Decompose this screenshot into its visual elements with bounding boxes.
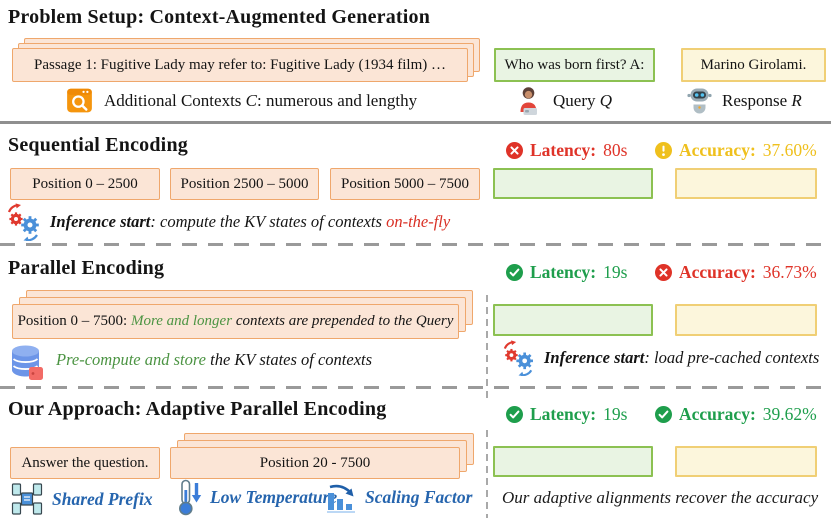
sequential-inference-note: Inference start: compute the KV states o… <box>50 212 450 232</box>
sequential-query-placeholder <box>493 168 653 199</box>
accuracy-label: Accuracy: <box>679 404 756 424</box>
parallel-position-suffix: contexts are prepended to the Query <box>232 313 454 329</box>
problem-setup-title: Problem Setup: Context-Augmented Generat… <box>8 6 431 28</box>
parallel-position-text: Position 0 – 7500: More and longer conte… <box>18 313 454 330</box>
query-caption-label: Query <box>553 91 600 110</box>
accuracy-label: Accuracy: <box>679 262 756 282</box>
inference-start-label: Inference start <box>50 212 151 231</box>
precompute-highlight: Pre-compute and store <box>56 350 206 369</box>
answer-prefix-box: Answer the question. <box>10 447 160 479</box>
column-divider-dashed-1 <box>486 295 488 400</box>
approach-note: Our adaptive alignments recover the accu… <box>502 488 819 507</box>
accuracy-value: 37.60% <box>762 140 817 160</box>
sequential-latency-metric: Latency: 80s <box>506 140 627 161</box>
accuracy-label: Accuracy: <box>679 140 756 160</box>
shared-prefix-label: Shared Prefix <box>52 488 153 509</box>
contexts-caption-suffix: : numerous and lengthy <box>257 91 418 110</box>
contexts-caption: Additional Contexts C: numerous and leng… <box>104 91 417 111</box>
accuracy-value: 39.62% <box>762 404 817 424</box>
on-the-fly-highlight: on-the-fly <box>386 212 451 231</box>
latency-value: 19s <box>603 262 628 282</box>
approach-accuracy-metric: Accuracy: 39.62% <box>655 404 817 425</box>
contexts-caption-prefix: Additional Contexts <box>104 91 246 110</box>
answer-prefix-text: Answer the question. <box>21 454 149 471</box>
latency-fail-icon <box>506 142 523 159</box>
gears-icon <box>6 203 42 241</box>
sequential-response-placeholder <box>675 168 817 199</box>
approach-sheet-front: Position 20 - 7500 <box>170 447 460 479</box>
latency-pass-icon <box>506 406 523 423</box>
section-divider-solid <box>0 121 831 124</box>
latency-pass-icon <box>506 264 523 281</box>
shared-prefix-icon <box>11 483 43 515</box>
latency-value: 19s <box>603 404 628 424</box>
inference-rest: : compute the KV states of contexts <box>150 212 387 231</box>
parallel-latency-metric: Latency: 19s <box>506 262 627 283</box>
query-caption: Query Q <box>553 91 612 111</box>
user-icon <box>516 85 541 116</box>
inference-rest: : load pre-cached contexts <box>644 348 820 367</box>
approach-response-placeholder <box>675 446 817 477</box>
position-chunk-2-text: Position 2500 – 5000 <box>180 175 309 192</box>
parallel-inference-note: Inference start: load pre-cached context… <box>544 348 819 368</box>
latency-label: Latency: <box>530 404 597 424</box>
low-temperature-label: Low Temperature <box>210 487 338 507</box>
query-box: Who was born first? A: <box>494 48 655 82</box>
sequential-accuracy-metric: Accuracy: 37.60% <box>655 140 817 161</box>
passage-sheet-front: Passage 1: Fugitive Lady may refer to: F… <box>12 48 468 82</box>
database-icon <box>8 342 46 382</box>
accuracy-fail-icon <box>655 264 672 281</box>
section-divider-dashed-2 <box>0 386 831 389</box>
query-text: Who was born first? A: <box>504 56 645 73</box>
scaling-factor-icon <box>327 484 355 513</box>
response-caption: Response R <box>722 91 802 111</box>
approach-title: Our Approach: Adaptive Parallel Encoding <box>8 398 387 420</box>
parallel-sheet-front: Position 0 – 7500: More and longer conte… <box>12 304 459 339</box>
robot-icon <box>686 87 713 115</box>
response-text: Marino Girolami. <box>700 56 807 73</box>
column-divider-dashed-2 <box>486 430 488 518</box>
contexts-variable: C <box>245 91 258 110</box>
more-and-longer-highlight: More and longer <box>130 313 233 329</box>
position-chunk-3-text: Position 5000 – 7500 <box>341 175 469 192</box>
query-variable: Q <box>599 91 613 110</box>
parallel-query-placeholder <box>493 304 653 336</box>
response-caption-label: Response <box>722 91 792 110</box>
position-chunk-1-text: Position 0 – 2500 <box>32 175 138 192</box>
parallel-response-placeholder <box>675 304 817 336</box>
gears-icon <box>502 340 536 376</box>
position-chunk-2: Position 2500 – 5000 <box>170 168 319 200</box>
accuracy-value: 36.73% <box>762 262 817 282</box>
shared-prefix-feature: Shared Prefix <box>10 481 153 517</box>
search-contexts-icon <box>66 87 93 114</box>
approach-query-placeholder <box>493 446 653 477</box>
accuracy-pass-icon <box>655 406 672 423</box>
precompute-note: Pre-compute and store the KV states of c… <box>56 350 372 370</box>
approach-position-text: Position 20 - 7500 <box>259 454 371 471</box>
low-temperature-icon <box>179 479 202 516</box>
precompute-rest: the KV states of contexts <box>206 350 373 369</box>
approach-latency-metric: Latency: 19s <box>506 404 627 425</box>
response-box: Marino Girolami. <box>681 48 826 82</box>
scaling-factor-label: Scaling Factor <box>365 487 473 507</box>
parallel-position-prefix: Position 0 – 7500: <box>17 313 131 329</box>
response-variable: R <box>791 91 802 110</box>
parallel-title: Parallel Encoding <box>8 257 165 279</box>
inference-start-label: Inference start <box>544 348 645 367</box>
accuracy-warning-icon <box>655 142 672 159</box>
scaling-factor-feature: Scaling Factor <box>326 482 472 513</box>
section-divider-dashed-1 <box>0 243 831 246</box>
sequential-title: Sequential Encoding <box>8 134 188 156</box>
parallel-accuracy-metric: Accuracy: 36.73% <box>655 262 817 283</box>
low-temperature-feature: Low Temperature <box>178 479 337 516</box>
latency-label: Latency: <box>530 262 597 282</box>
position-chunk-1: Position 0 – 2500 <box>10 168 160 200</box>
passage-text: Passage 1: Fugitive Lady may refer to: F… <box>33 56 446 73</box>
latency-value: 80s <box>603 140 628 160</box>
position-chunk-3: Position 5000 – 7500 <box>330 168 480 200</box>
latency-label: Latency: <box>530 140 597 160</box>
